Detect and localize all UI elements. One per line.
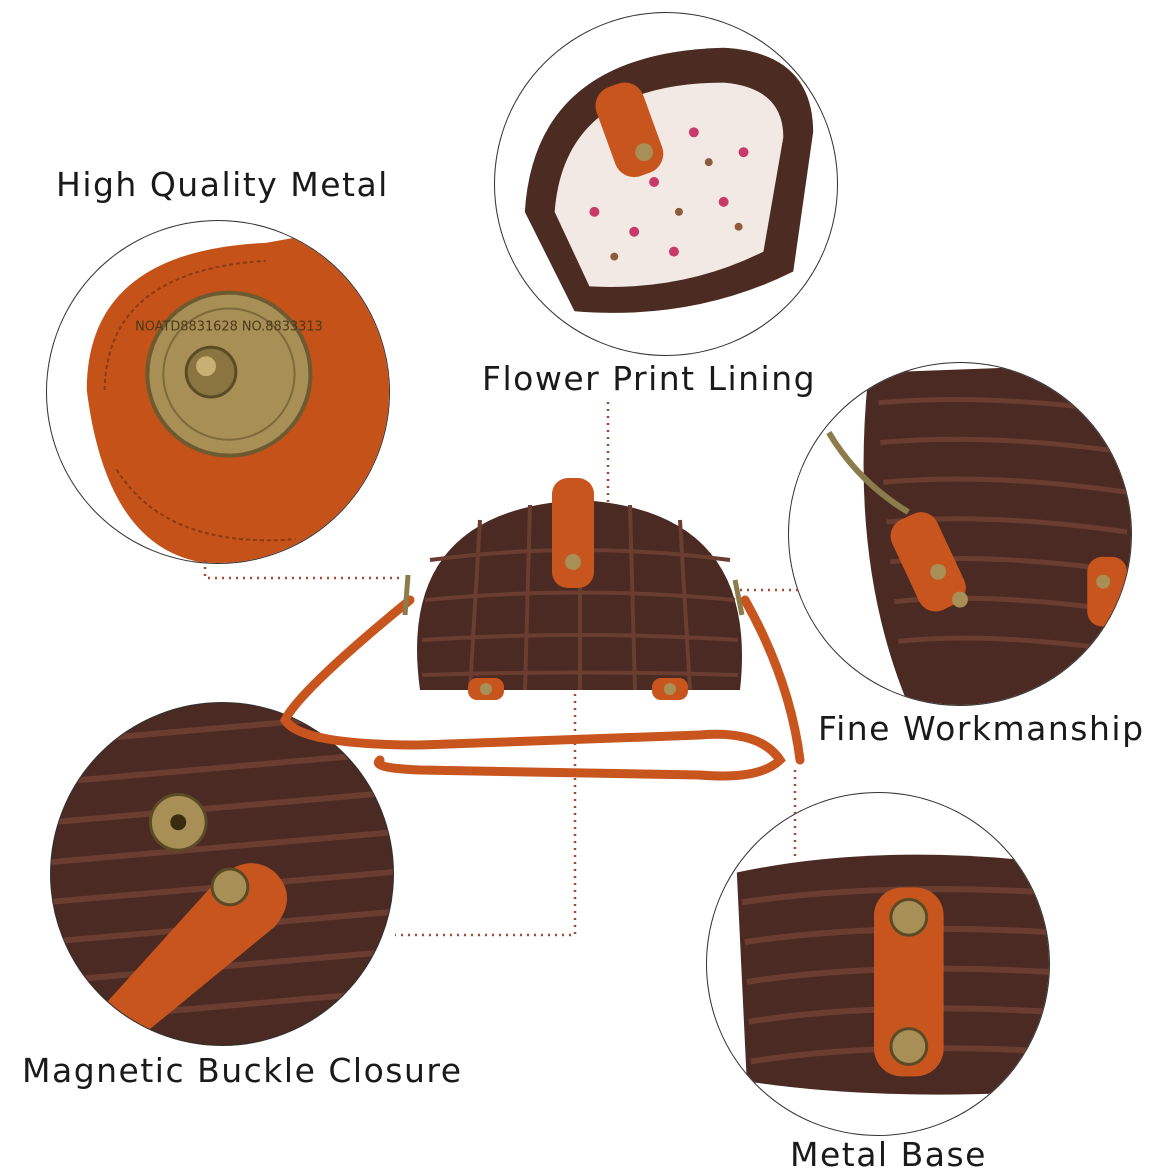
detail-circle-metal-base [706,792,1050,1136]
rivet-icon [664,683,676,695]
rivet-icon [952,591,968,608]
clasp-icon [402,574,411,616]
rivet-icon [565,554,581,570]
rivet-icon [1096,574,1111,589]
metal-snap-photo: NOATD8831628 NO.8833313 [47,221,389,563]
magnetic-buckle-photo [51,703,393,1045]
flower-lining-photo [495,13,837,355]
rivet-icon [210,867,250,907]
label-metal-base: Metal Base [790,1135,987,1174]
rivet-icon [635,143,654,162]
clasp-icon [826,431,910,515]
detail-circle-workmanship [788,362,1132,706]
detail-circle-flower-lining [494,12,838,356]
label-high-quality-metal: High Quality Metal [56,165,389,204]
rivet-icon [930,563,947,580]
bag-body [402,478,745,700]
rivet-icon [480,683,492,695]
bag-strap [279,595,805,781]
label-fine-workmanship: Fine Workmanship [818,709,1145,748]
workmanship-photo [789,363,1131,705]
rivet-icon [889,897,929,937]
label-flower-print-lining: Flower Print Lining [482,359,817,398]
detail-circle-metal-snap: NOATD8831628 NO.8833313 [46,220,390,564]
snap-button-icon: NOATD8831628 NO.8833313 [135,290,323,458]
label-magnetic-buckle-closure: Magnetic Buckle Closure [22,1051,463,1090]
metal-base-photo [707,793,1049,1135]
rivet-icon [889,1027,929,1066]
detail-circle-magnetic-buckle [50,702,394,1046]
svg-text:NOATD8831628 NO.8833313: NOATD8831628 NO.8833313 [135,319,323,334]
clasp-icon [732,579,745,616]
